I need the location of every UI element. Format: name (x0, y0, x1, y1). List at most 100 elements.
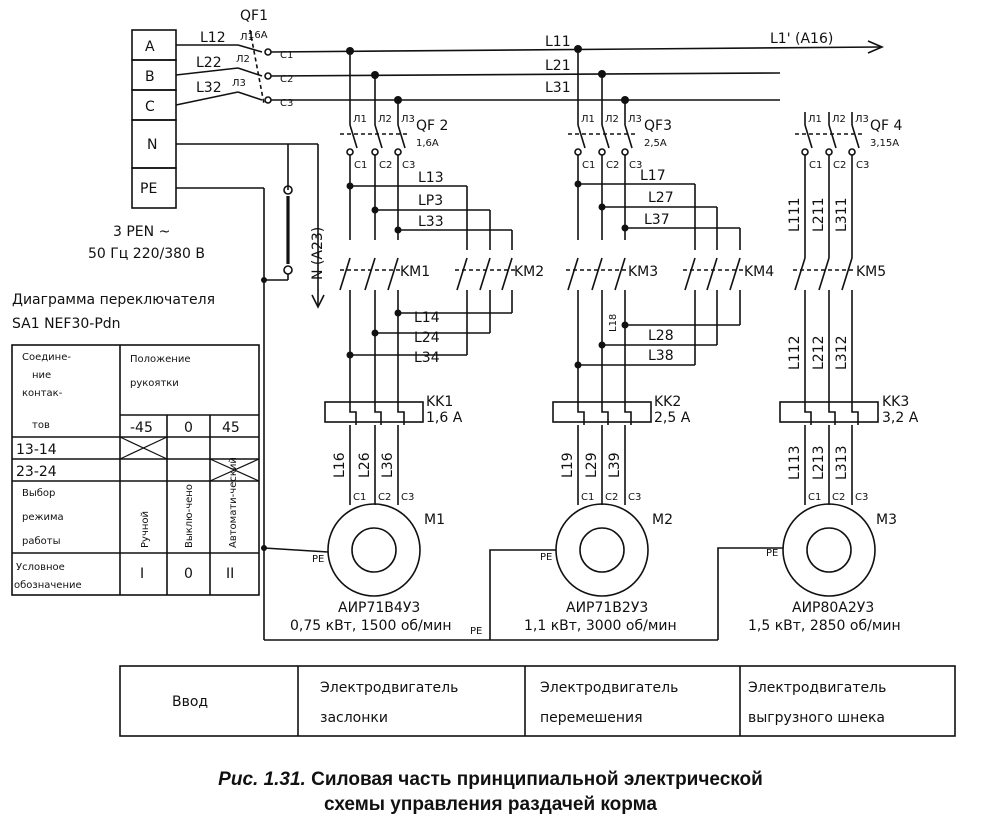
output-label: L1' (A16) (770, 31, 833, 47)
contactor-km4: KM4 (683, 257, 774, 291)
svg-text:C2: C2 (379, 160, 392, 171)
terminal-a: A (145, 39, 155, 55)
svg-text:C1: C1 (280, 50, 293, 61)
wire-l211: L211 (811, 197, 827, 232)
m2-label: M2 (652, 512, 673, 528)
wire-l36: L36 (380, 452, 396, 478)
wire-l113: L113 (787, 445, 803, 480)
svg-text:контак-: контак- (22, 388, 63, 399)
qf2-rating: 1,6A (416, 138, 439, 149)
kk3-label: KK3 (882, 394, 909, 410)
svg-text:PE: PE (312, 554, 324, 565)
m2-model: АИР71В2У3 (566, 600, 648, 616)
figure-caption: Рис. 1.31. Силовая часть принципиальной … (0, 768, 981, 792)
svg-text:Выклю-чено: Выклю-чено (184, 484, 195, 548)
wire-l34: L34 (414, 350, 440, 366)
legend-damper-motor-l2: заслонки (320, 710, 388, 726)
svg-text:I: I (140, 566, 144, 582)
svg-text:рукоятки: рукоятки (130, 378, 179, 389)
m3-spec: 1,5 кВт, 2850 об/мин (748, 618, 901, 634)
thermal-relay-kk2: KK2 2,5 A (552, 394, 691, 426)
svg-text:II: II (226, 566, 234, 582)
m3-label: M3 (876, 512, 897, 528)
switch-diagram-model: SA1 NEF30-Pdn (12, 316, 121, 332)
breaker-qf1: Л1 Л2 Л3 C1 C2 C3 QF1 16A (232, 8, 293, 109)
svg-text:C3: C3 (402, 160, 415, 171)
wire-l18: L18 (608, 314, 619, 332)
m2-spec: 1,1 кВт, 3000 об/мин (524, 618, 677, 634)
km2-label: KM2 (514, 264, 544, 280)
contactor-km2: KM2 (455, 257, 544, 291)
wire-l32: L32 (196, 80, 222, 96)
svg-text:Л1: Л1 (353, 114, 367, 125)
svg-text:Автомати-ческий: Автомати-ческий (228, 457, 239, 548)
qf4-rating: 3,15A (870, 138, 899, 149)
legend-input: Ввод (172, 694, 208, 710)
network-spec-line1: 3 PEN ~ (113, 224, 170, 240)
network-spec-line2: 50 Гц 220/380 В (88, 246, 205, 262)
qf1-label: QF1 (240, 8, 268, 24)
svg-text:Л1: Л1 (240, 32, 254, 43)
svg-text:обозначение: обозначение (14, 580, 82, 591)
wire-l17: L17 (640, 168, 666, 184)
motor-m2: M2 PE АИР71В2У3 1,1 кВт, 3000 об/мин (524, 503, 677, 634)
svg-text:C2: C2 (605, 492, 618, 503)
contact-row-23-24: 23-24 (16, 464, 57, 480)
kk1-label: KK1 (426, 394, 453, 410)
thermal-relay-kk3: KK3 3,2 A (779, 394, 919, 426)
svg-text:C3: C3 (856, 160, 869, 171)
svg-text:C2: C2 (280, 74, 293, 85)
svg-text:C1: C1 (808, 492, 821, 503)
wire-l27: L27 (648, 190, 674, 206)
km5-label: KM5 (856, 264, 886, 280)
svg-text:45: 45 (222, 420, 240, 436)
supply-terminal-block: A B C N PE (131, 29, 177, 209)
motor-m1: M1 PE АИР71В4У3 0,75 кВт, 1500 об/мин (290, 503, 452, 634)
wire-l29: L29 (584, 452, 600, 478)
svg-text:Л1: Л1 (808, 114, 822, 125)
svg-text:тов: тов (32, 420, 50, 431)
terminal-b: B (145, 69, 155, 85)
svg-text:PE: PE (766, 548, 778, 559)
kk2-label: KK2 (654, 394, 681, 410)
svg-text:Л3: Л3 (628, 114, 642, 125)
motor-m3: M3 PE АИР80А2У3 1,5 кВт, 2850 об/мин (748, 503, 901, 634)
svg-text:C1: C1 (581, 492, 594, 503)
wire-l37: L37 (644, 212, 670, 228)
legend-auger-motor-l1: Электродвигатель (748, 680, 886, 696)
svg-text:Л3: Л3 (855, 114, 869, 125)
wire-l312: L312 (834, 335, 850, 370)
km4-label: KM4 (744, 264, 774, 280)
svg-text:0: 0 (184, 420, 193, 436)
svg-text:C3: C3 (855, 492, 868, 503)
wire-l111: L111 (787, 197, 803, 232)
terminal-n: N (147, 137, 157, 153)
qf3-label: QF3 (644, 118, 672, 134)
terminal-pe: PE (140, 181, 157, 197)
wire-l33: L33 (418, 214, 444, 230)
km1-label: KM1 (400, 264, 430, 280)
kk2-rating: 2,5 A (654, 410, 691, 426)
svg-text:Л1: Л1 (581, 114, 595, 125)
svg-text:работы: работы (22, 536, 60, 547)
svg-text:C1: C1 (809, 160, 822, 171)
caption-line1: Силовая часть принципиальной электрическ… (305, 769, 763, 790)
svg-text:Ручной: Ручной (140, 511, 151, 548)
svg-text:Л2: Л2 (832, 114, 846, 125)
svg-text:Условное: Условное (16, 562, 65, 573)
caption-line2: схемы управления раздачей корма (324, 794, 657, 815)
breaker-qf4: Л1 Л2 Л3 C1 C2 C3 QF 4 3,15A (795, 114, 903, 171)
wire-l19: L19 (560, 452, 576, 478)
svg-text:Л2: Л2 (605, 114, 619, 125)
svg-text:режима: режима (22, 512, 64, 523)
contactor-km1: KM1 (339, 257, 430, 291)
svg-text:C2: C2 (606, 160, 619, 171)
wire-l11: L11 (545, 34, 571, 50)
terminal-c: C (145, 99, 155, 115)
legend-table: Ввод Электродвигатель заслонки Электродв… (119, 665, 956, 737)
m1-model: АИР71В4У3 (338, 600, 420, 616)
wire-l26: L26 (357, 452, 373, 478)
svg-text:Л2: Л2 (236, 54, 250, 65)
wire-l31: L31 (545, 80, 571, 96)
